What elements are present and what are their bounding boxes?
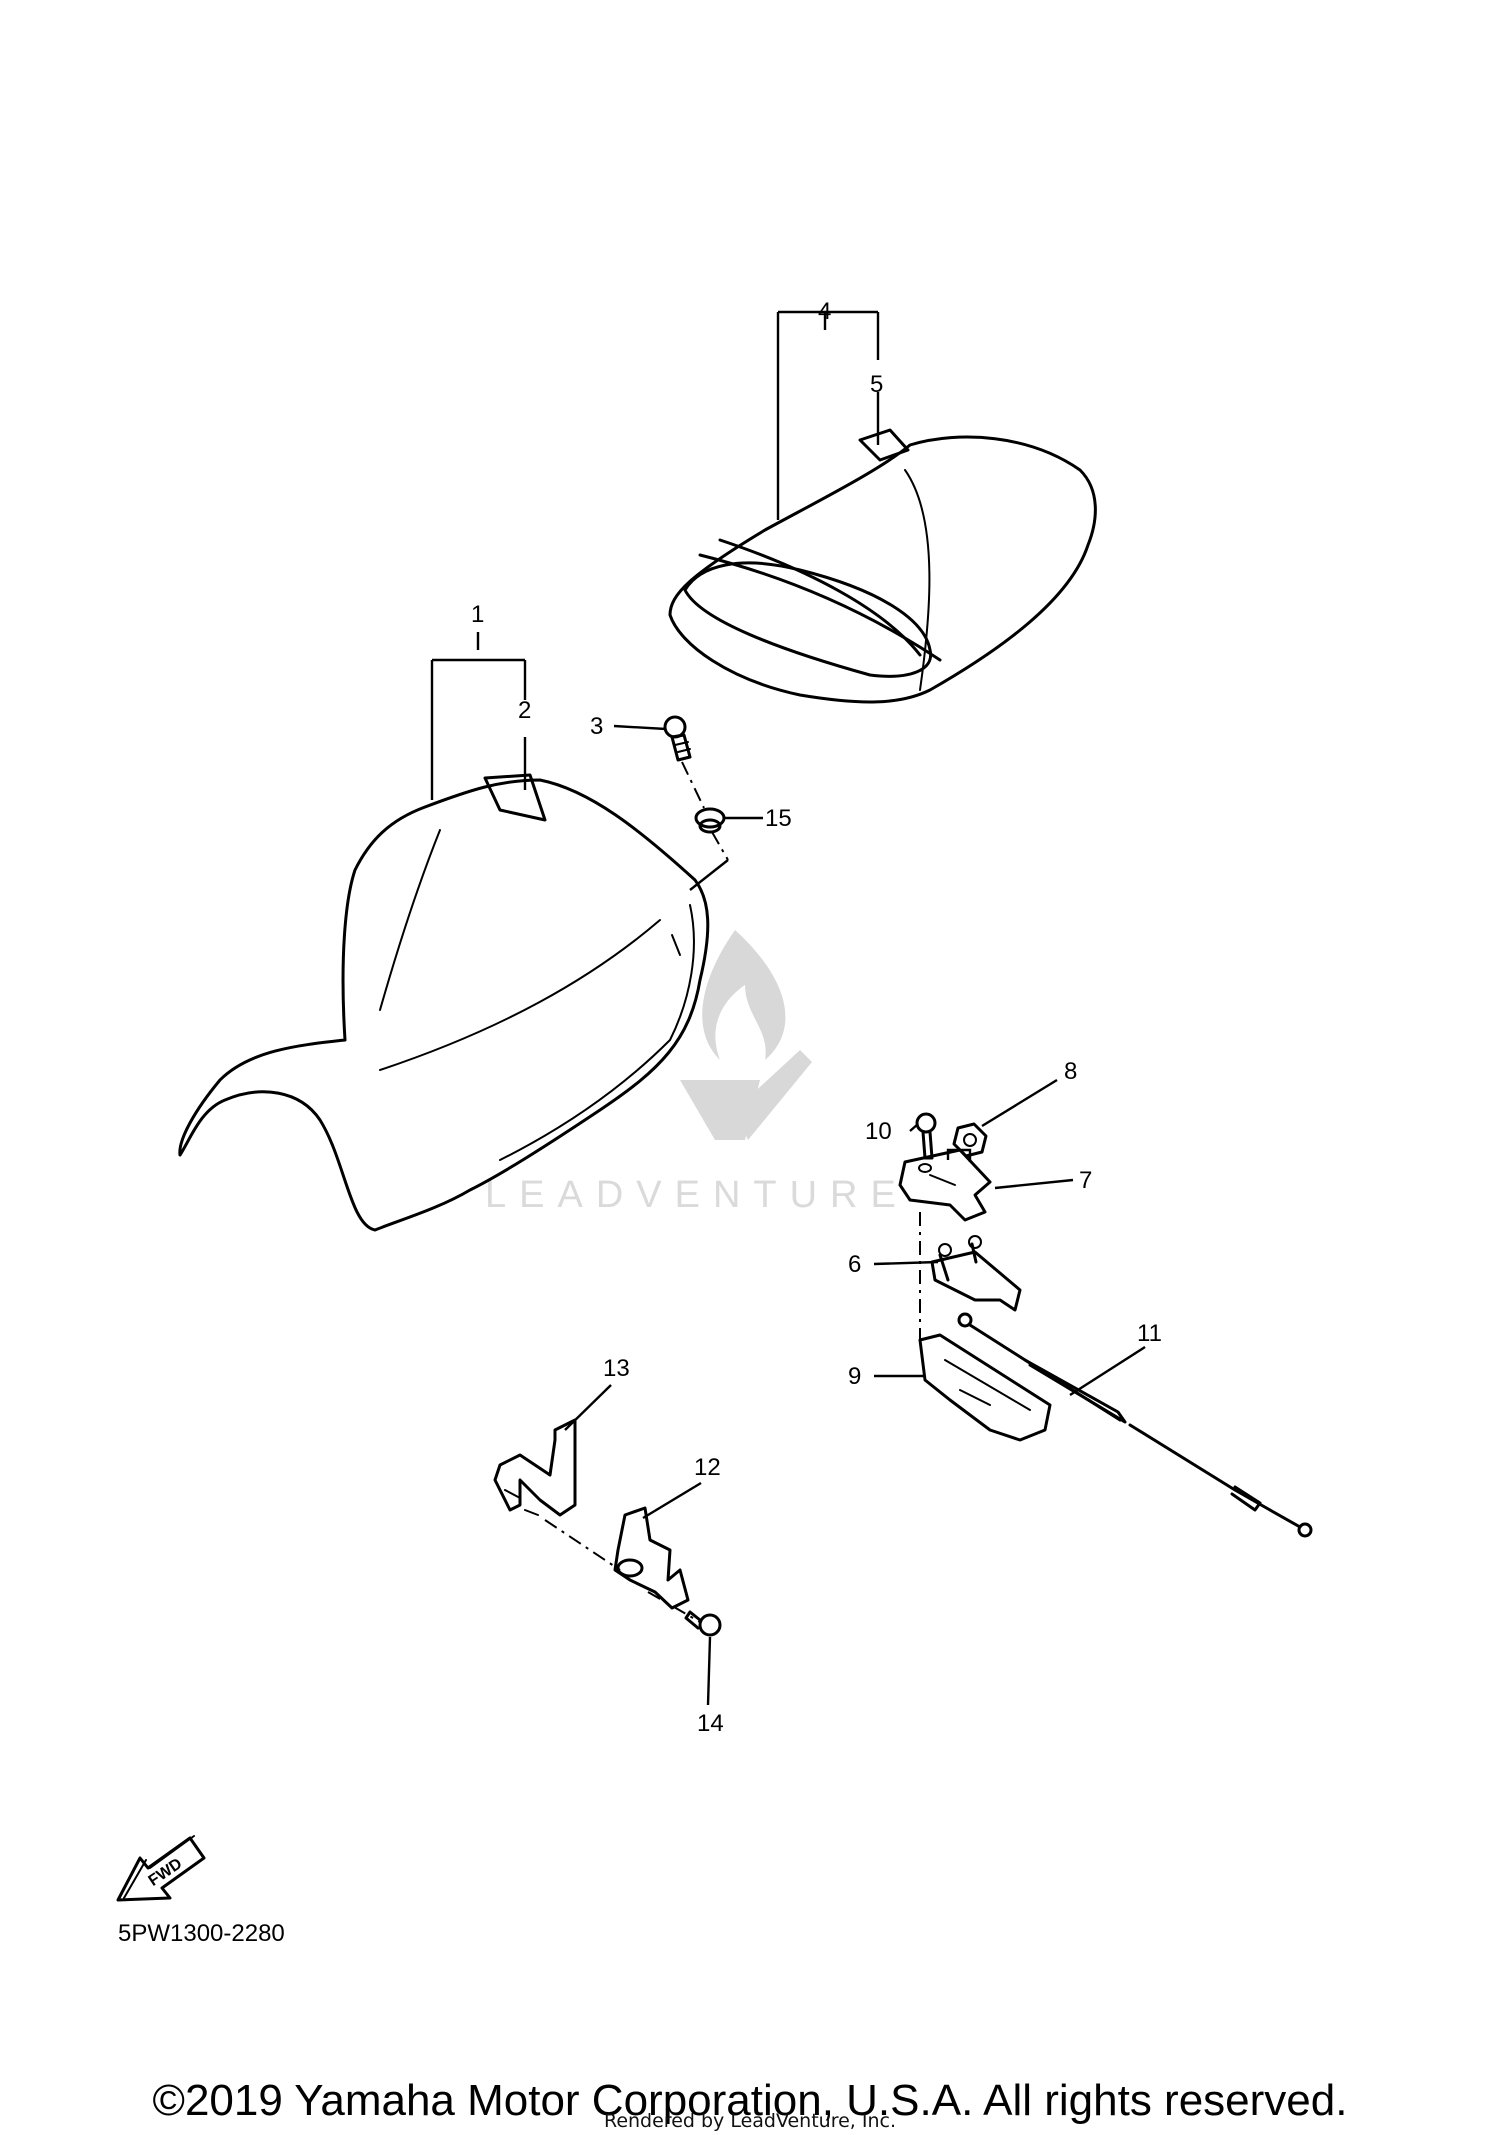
diagram-code: 5PW1300-2280 <box>118 1920 285 1947</box>
cable-11 <box>957 1312 1313 1538</box>
bolt-10 <box>915 1112 937 1160</box>
callout-7: 7 <box>1079 1167 1092 1194</box>
grommet-15 <box>694 807 726 834</box>
leadventure-watermark: LEADVENTURE <box>485 930 909 1216</box>
lock-plate-7 <box>898 1148 992 1222</box>
bolt-3 <box>663 715 692 762</box>
watermark-text: LEADVENTURE <box>485 1174 909 1216</box>
callout-14: 14 <box>697 1710 724 1737</box>
nut-8 <box>952 1122 988 1158</box>
callout-11: 11 <box>1137 1320 1162 1347</box>
callout-10: 10 <box>865 1118 892 1145</box>
bracket-6 <box>930 1235 1022 1312</box>
leader-lines <box>430 310 1146 1706</box>
fwd-arrow-icon: FWD <box>116 1835 206 1902</box>
front-seat <box>178 773 710 1232</box>
callout-1: 1 <box>471 601 484 628</box>
callout-5: 5 <box>870 371 883 398</box>
lock-case-9 <box>918 1333 1052 1442</box>
callout-4: 4 <box>818 298 831 325</box>
rear-seat <box>668 428 1097 704</box>
screw-14 <box>684 1610 722 1637</box>
callout-8: 8 <box>1064 1058 1077 1085</box>
callout-9: 9 <box>848 1363 861 1390</box>
callout-12: 12 <box>694 1454 721 1481</box>
bracket-13 <box>493 1418 577 1517</box>
callout-6: 6 <box>848 1251 861 1278</box>
callout-15: 15 <box>765 805 792 832</box>
callout-2: 2 <box>518 697 531 724</box>
callout-3: 3 <box>590 713 603 740</box>
callout-13: 13 <box>603 1355 630 1382</box>
rendered-by-notice: Rendered by LeadVenture, Inc. <box>603 2110 897 2132</box>
copyright-notice: ©2019 Yamaha Motor Corporation, U.S.A. A… <box>152 2076 1348 2125</box>
